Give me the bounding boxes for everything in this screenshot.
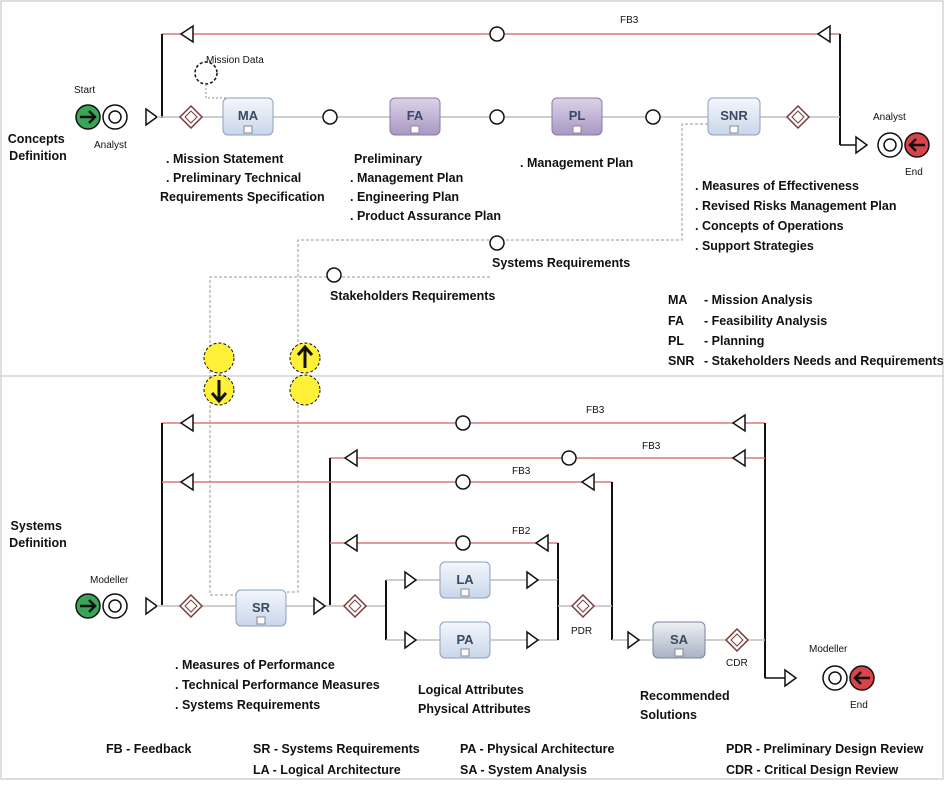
end-role-label-systems: Modeller xyxy=(809,644,848,655)
svg-text:- Feasibility Analysis: - Feasibility Analysis xyxy=(704,314,827,328)
svg-text:FA: FA xyxy=(668,314,684,328)
event-icon xyxy=(322,109,338,125)
svg-text:MA: MA xyxy=(668,293,687,307)
cdr-label: CDR xyxy=(726,658,748,669)
lane-label-concepts: Concepts Definition xyxy=(8,132,68,163)
flow-arrow-icon xyxy=(145,107,159,127)
svg-text:LA: LA xyxy=(456,572,474,587)
start-role-label: Analyst xyxy=(94,140,127,151)
pdr-label: PDR xyxy=(571,626,592,637)
process-ma[interactable]: MA xyxy=(222,97,274,136)
sa-outputs: Recommended Solutions xyxy=(640,689,733,722)
svg-text:SR - Systems Requirements: SR - Systems Requirements xyxy=(253,742,420,756)
process-pl[interactable]: PL xyxy=(551,97,603,136)
svg-text:- Mission Analysis: - Mission Analysis xyxy=(704,293,813,307)
snr-outputs: . Measures of Effectiveness . Revised Ri… xyxy=(695,179,900,253)
feedback-label-top: FB3 xyxy=(620,15,639,26)
svg-text:PA: PA xyxy=(456,632,474,647)
requirements-flows xyxy=(209,123,708,596)
legend-top: MA - Mission Analysis FA - Feasibility A… xyxy=(668,293,944,368)
event-icon xyxy=(326,267,342,283)
svg-text:SR: SR xyxy=(252,600,271,615)
flow-arrow-icon xyxy=(784,668,798,688)
feedback-event-icon xyxy=(489,26,505,42)
svg-text:PL: PL xyxy=(569,108,586,123)
pl-outputs: . Management Plan xyxy=(520,156,633,170)
feedback-label-fb3-a: FB3 xyxy=(586,405,605,416)
event-icon xyxy=(645,109,661,125)
svg-text:PA - Physical Architecture: PA - Physical Architecture xyxy=(460,742,614,756)
process-snr[interactable]: SNR xyxy=(707,97,761,136)
ma-outputs: . Mission Statement . Preliminary Techni… xyxy=(160,152,325,204)
svg-text:SNR: SNR xyxy=(668,354,694,368)
svg-text:SNR: SNR xyxy=(720,108,748,123)
feedback-arrow-icon xyxy=(179,24,194,44)
lane-label-systems: Systems Definition xyxy=(9,519,67,550)
process-pa[interactable]: PA xyxy=(439,621,491,659)
end-label-systems: End xyxy=(850,700,868,711)
flow-arrow-icon xyxy=(313,596,327,616)
feedback-label-fb3-b: FB3 xyxy=(642,441,661,452)
event-icon xyxy=(489,109,505,125)
svg-text:SA: SA xyxy=(670,632,689,647)
svg-text:SA - System Analysis: SA - System Analysis xyxy=(460,763,587,777)
sr-outputs: . Measures of Performance . Technical Pe… xyxy=(175,658,383,712)
svg-text:- Planning: - Planning xyxy=(704,334,764,348)
stakeholders-requirements-label: Stakeholders Requirements xyxy=(330,289,495,303)
systems-requirements-label: Systems Requirements xyxy=(492,256,630,270)
flow-arrow-icon xyxy=(855,135,869,155)
svg-text:- Stakeholders Needs and Requi: - Stakeholders Needs and Requirements xyxy=(704,354,944,368)
svg-text:FA: FA xyxy=(407,108,424,123)
feedback-label-fb2: FB2 xyxy=(512,526,531,537)
legend-bottom: FB - Feedback SR - Systems Requirements … xyxy=(106,742,924,777)
fa-outputs: Preliminary . Management Plan . Engineer… xyxy=(350,152,501,223)
start-role-label-systems: Modeller xyxy=(90,575,129,586)
process-la[interactable]: LA xyxy=(439,561,491,599)
process-fa[interactable]: FA xyxy=(389,97,441,136)
process-sa[interactable]: SA xyxy=(652,621,706,659)
end-label: End xyxy=(905,167,923,178)
svg-text:LA - Logical Architecture: LA - Logical Architecture xyxy=(253,763,401,777)
mission-data-label: Mission Data xyxy=(206,55,264,66)
svg-text:PL: PL xyxy=(668,334,684,348)
flow-arrow-icon xyxy=(145,596,159,616)
feedback-arrow-icon xyxy=(816,24,831,44)
process-sr[interactable]: SR xyxy=(235,589,287,627)
lane-connectors xyxy=(203,342,321,406)
feedback-loop-top xyxy=(161,24,841,145)
event-icon xyxy=(489,235,505,251)
start-label: Start xyxy=(74,85,95,96)
svg-text:PDR - Preliminary Design Revie: PDR - Preliminary Design Review xyxy=(726,742,924,756)
svg-text:CDR - Critical Design Review: CDR - Critical Design Review xyxy=(726,763,899,777)
end-role-label: Analyst xyxy=(873,112,906,123)
svg-text:FB - Feedback: FB - Feedback xyxy=(106,742,191,756)
feedback-loops-systems xyxy=(161,413,766,678)
feedback-label-fb3-c: FB3 xyxy=(512,466,531,477)
svg-text:MA: MA xyxy=(238,108,259,123)
la-pa-outputs: Logical Attributes Physical Attributes xyxy=(418,683,531,716)
